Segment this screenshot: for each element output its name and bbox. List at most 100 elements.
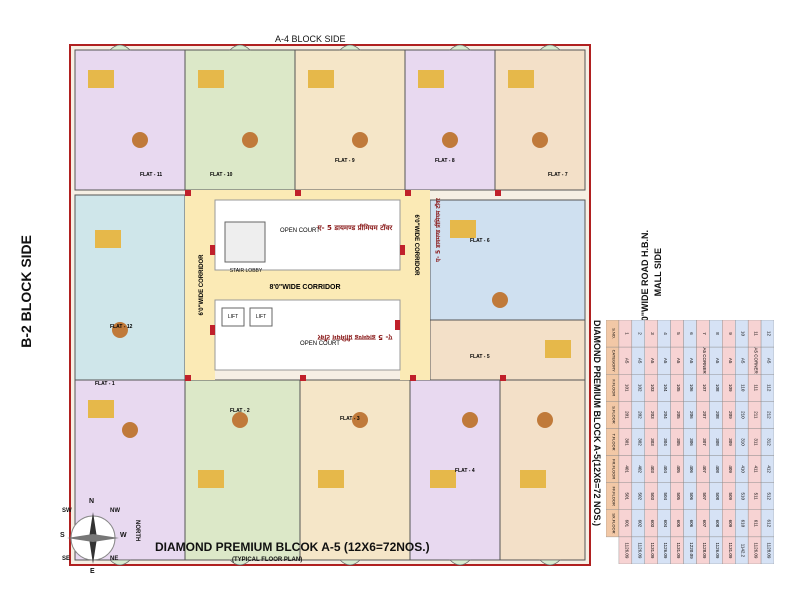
table-cell-text: 9 [728, 332, 733, 335]
table-cell-text: 312 [767, 438, 772, 446]
table-cell-text: 308 [715, 438, 720, 446]
corridor-top [185, 190, 430, 200]
table-header-text: T.FLOOR [611, 434, 616, 451]
lift-1-label: LIFT [228, 314, 238, 320]
table-cell-text: 204 [663, 411, 668, 419]
table-cell-text: 507 [702, 492, 707, 500]
table-cell-text: 307 [702, 438, 707, 446]
open-court-top-label: OPEN COURT [280, 228, 320, 234]
table-header-text: FF.FLOOR [611, 487, 616, 506]
table-cell-text: 406 [689, 465, 694, 473]
table-cell-text: 7 [702, 332, 707, 335]
flat-label-1: FLAT - 1 [95, 381, 115, 387]
table-cell-text: A5 [767, 358, 772, 364]
table-cell-text: 509 [728, 492, 733, 500]
table-cell-text: 8 [715, 332, 720, 335]
table-header-text: SX.FLOOR [611, 513, 616, 533]
table-cell-text: 1128.09 [702, 542, 707, 558]
compass-se: SE [62, 556, 71, 562]
table-cell-text: 410 [741, 465, 746, 473]
table-cell-text: 505 [676, 492, 681, 500]
flat-label-7: FLAT - 7 [548, 172, 568, 178]
table-cell-text: 1131.09 [676, 542, 681, 558]
table-cell-text: 108 [715, 384, 720, 392]
table-cell-text: 604 [663, 520, 668, 528]
table-cell-text: 603 [650, 520, 655, 528]
compass-rose: N S E W SW NW SE NE NORTH [48, 498, 148, 578]
furniture [88, 70, 571, 488]
table-cell-text: 5 [676, 332, 681, 335]
subtitle: (TYPICAL FLOOR PLAN) [232, 557, 303, 563]
corridor-horizontal [185, 270, 430, 300]
table-cell-text: A5 [689, 358, 694, 364]
left-flats [74, 194, 186, 381]
right-side-label-1: 20'0"WIDE ROAD H.B.N. [640, 230, 650, 334]
table-header-text: S.NO. [611, 328, 616, 339]
compass-nw: NW [110, 508, 120, 514]
table-cell-text: 212 [767, 411, 772, 419]
top-side-label: A-4 BLOCK SIDE [275, 34, 346, 44]
table-cell-text: 4 [663, 332, 668, 335]
table-cell-text: 302 [637, 438, 642, 446]
table-cell-text: 208 [715, 411, 720, 419]
table-cell-text: A5 [741, 358, 746, 364]
compass-w: W [120, 532, 127, 539]
table-cell-text: 1128.09 [767, 542, 772, 558]
table-cell-text: A5 [728, 358, 733, 364]
table-cell-text: 506 [689, 492, 694, 500]
table-cell-text: 508 [715, 492, 720, 500]
table-cell-text: 1126.09 [754, 542, 759, 558]
flat-label-11: FLAT - 11 [140, 172, 162, 178]
table-cell-text: 607 [702, 520, 707, 528]
area-table-grid: S.NO.CATEGORYF.FLOORS.FLOORT.FLOORFR.FLO… [605, 319, 775, 565]
table-cell-text: 207 [702, 411, 707, 419]
table-cell-text: 1126.09 [663, 542, 668, 558]
lift-1 [221, 307, 245, 327]
table-cell-text: 211 [754, 411, 759, 419]
structural-columns [185, 190, 506, 381]
flat-label-12: FLAT - 12 [110, 324, 133, 330]
compass-ne: NE [110, 556, 119, 562]
table-cell-text: A5 CORNER [702, 348, 707, 375]
lift-2-label: LIFT [256, 314, 266, 320]
compass-n: N [89, 498, 95, 505]
table-cell-text: 205 [676, 411, 681, 419]
table-header-text: CATEGORY [611, 350, 616, 372]
hindi-top: ए- 5 डायमण्ड प्रीमियम टॉवर [317, 223, 394, 232]
corridor-h-label: 8'0"WIDE CORRIDOR [269, 284, 340, 291]
table-cell-text: A5 [715, 358, 720, 364]
table-cell-text: 610 [741, 520, 746, 528]
table-cell-text: 1220.09 [689, 542, 694, 559]
table-cell-text: 111 [754, 384, 759, 391]
table-cell-text: A5 [663, 358, 668, 364]
table-cell-text: 12 [767, 331, 772, 337]
table-cell-text: 210 [741, 411, 746, 419]
flat-label-10: FLAT - 10 [210, 172, 233, 178]
compass-s: S [60, 532, 65, 539]
table-cell-text: 405 [676, 465, 681, 473]
table-cell-text: 606 [689, 520, 694, 528]
open-court-bottom-label: OPEN COURT [300, 341, 340, 347]
table-cell-text: 209 [728, 411, 733, 419]
table-cell-text: 103 [650, 384, 655, 392]
table-cell-text: 504 [663, 492, 668, 500]
table-cell-text: 1 [624, 332, 629, 335]
table-cell-text: A5 [624, 358, 629, 364]
flat-label-4: FLAT - 4 [455, 468, 475, 474]
flat-label-6: FLAT - 6 [470, 238, 490, 244]
table-cell-text: 101 [624, 384, 629, 392]
table-cell-text: 512 [767, 492, 772, 500]
table-cell-text: 1131.09 [650, 542, 655, 558]
table-cell-text: 1126.09 [715, 542, 720, 558]
table-cell-text: 203 [650, 411, 655, 419]
table-cell-text: 1126.09 [637, 542, 642, 558]
stair-label: STAIR LOBBY [230, 268, 263, 274]
table-cell-text: 1126.09 [624, 542, 629, 558]
table-cell-text: 401 [624, 465, 629, 473]
table-cell-text: 404 [663, 465, 668, 473]
table-cell-text: 502 [637, 492, 642, 500]
table-cell-text: 311 [754, 438, 759, 446]
table-cell-text: 201 [624, 411, 629, 419]
